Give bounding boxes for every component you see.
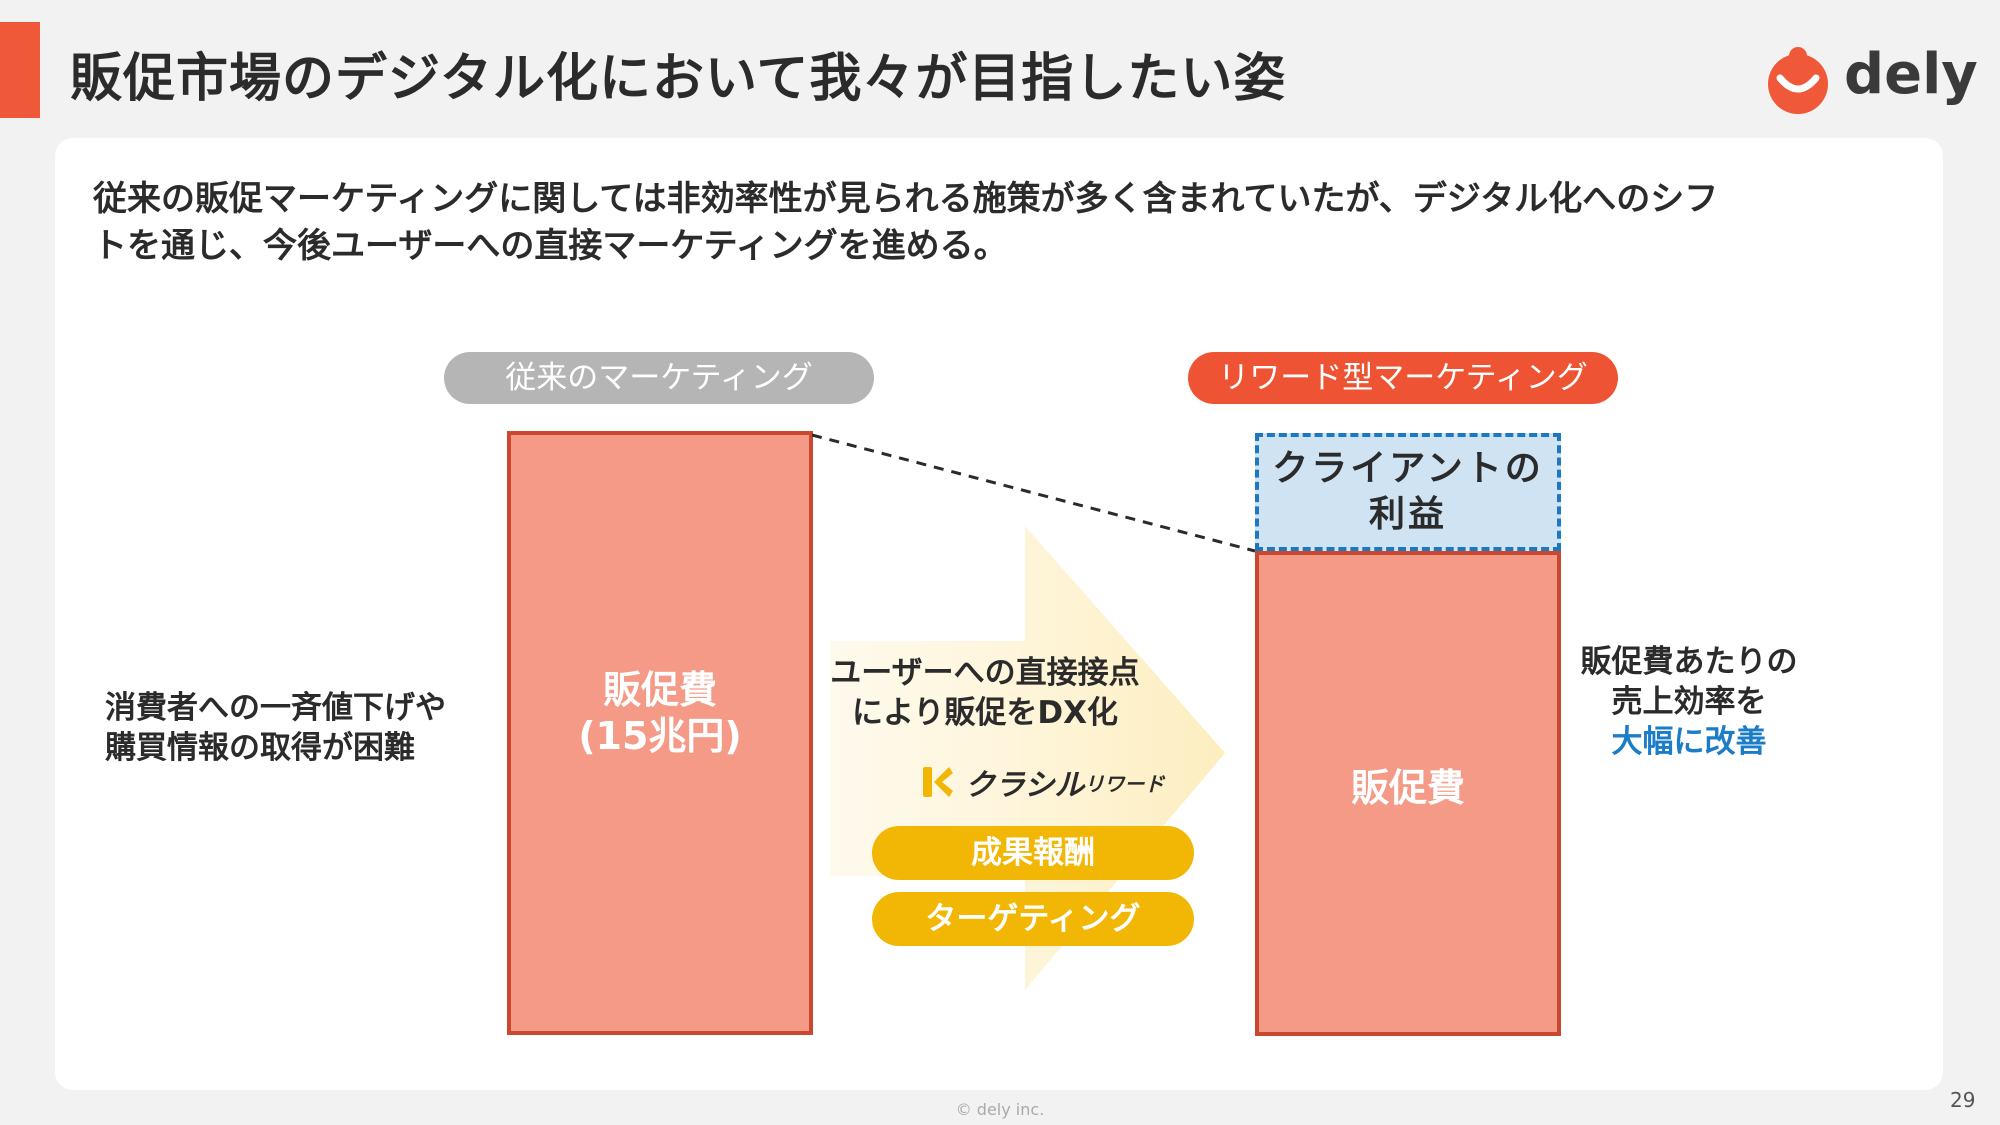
cost-reduction-dashed-line xyxy=(811,433,1256,553)
traditional-cost-label: 販促費 (15兆円) xyxy=(511,667,809,759)
traditional-cost-label-line-2: (15兆円) xyxy=(578,714,742,758)
intro-line-2: トを通じ、今後ユーザーへの直接マーケティングを進める。 xyxy=(93,226,1008,266)
reward-cost-label: 販促費 xyxy=(1350,766,1465,810)
reward-marketing-pill: リワード型マーケティング xyxy=(1188,352,1618,404)
diagram-overlay xyxy=(811,433,1256,990)
right-description: 販促費あたりの 売上効率を 大幅に改善 xyxy=(1549,642,1829,762)
kurashiru-k-icon xyxy=(923,767,953,797)
traditional-marketing-pill: 従来のマーケティング xyxy=(444,352,874,404)
reward-cost-bar: 販促費 xyxy=(1255,551,1561,1036)
page-number: 29 xyxy=(1950,1088,1976,1112)
traditional-cost-label-line-1: 販促費 xyxy=(602,668,717,712)
title-accent-bar xyxy=(0,22,40,118)
intro-text: 従来の販促マーケティングに関しては非効率性が見られる施策が多く含まれていたが、デ… xyxy=(93,176,1913,270)
client-profit-line-2: 利益 xyxy=(1368,494,1447,535)
right-description-highlight: 大幅に改善 xyxy=(1611,724,1767,760)
targeting-pill: ターゲティング xyxy=(872,892,1194,946)
copyright-footer: © dely inc. xyxy=(955,1100,1045,1119)
brand-sub: リワード xyxy=(1084,771,1165,796)
left-description: 消費者への一斉値下げや 購買情報の取得が困難 xyxy=(105,688,446,768)
intro-line-1: 従来の販促マーケティングに関しては非効率性が見られる施策が多く含まれていたが、デ… xyxy=(93,179,1719,219)
brand-name: クラシル xyxy=(965,768,1085,803)
right-description-line-1: 販促費あたりの xyxy=(1580,644,1798,680)
left-description-line-1: 消費者への一斉値下げや xyxy=(105,690,446,726)
slide-title: 販促市場のデジタル化において我々が目指したい姿 xyxy=(70,49,1287,109)
logo-wordmark: dely xyxy=(1844,42,1978,107)
kurashiru-reward-logo: クラシル リワード xyxy=(921,762,1165,803)
traditional-cost-bar: 販促費 (15兆円) xyxy=(507,431,813,1035)
dx-description: ユーザーへの直接接点 により販促をDX化 xyxy=(825,653,1145,733)
right-description-line-2: 売上効率を xyxy=(1611,684,1767,720)
dx-description-line-1: ユーザーへの直接接点 xyxy=(830,655,1140,691)
left-description-line-2: 購買情報の取得が困難 xyxy=(105,730,415,766)
client-profit-box: クライアントの 利益 xyxy=(1255,433,1561,551)
dely-mark-icon xyxy=(1768,47,1828,114)
content-card: 従来の販促マーケティングに関しては非効率性が見られる施策が多く含まれていたが、デ… xyxy=(55,138,1943,1090)
client-profit-line-1: クライアントの xyxy=(1272,448,1544,489)
performance-pay-pill: 成果報酬 xyxy=(872,826,1194,880)
dely-logo: dely xyxy=(1762,40,1978,120)
dx-description-line-2: により販促をDX化 xyxy=(851,695,1118,731)
